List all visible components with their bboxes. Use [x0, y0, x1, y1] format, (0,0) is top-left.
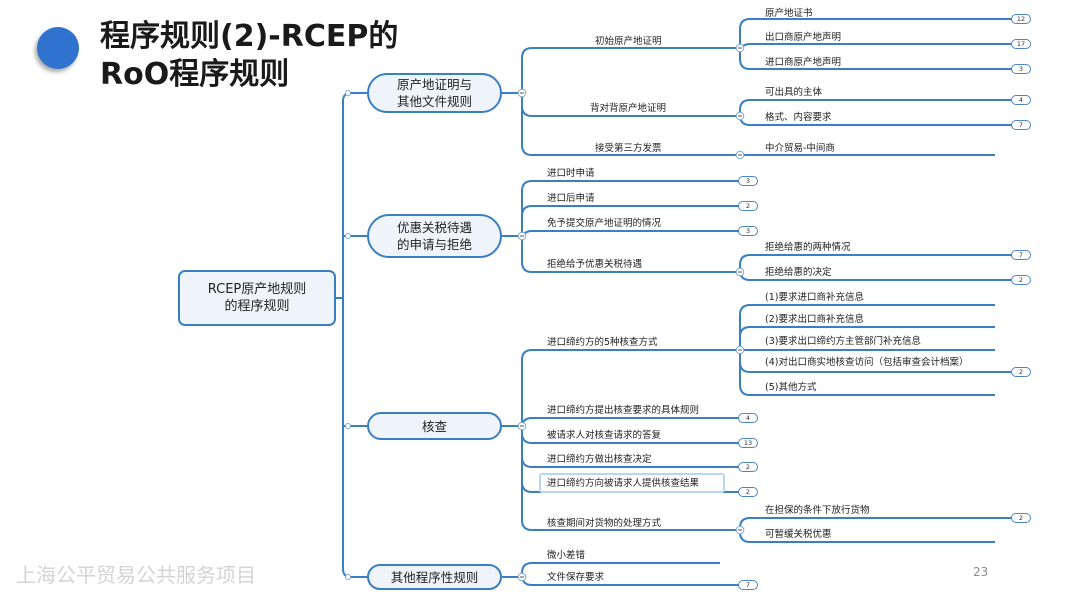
leaf-line — [739, 48, 1018, 70]
branch-node-label: 其他程序性规则 — [390, 569, 479, 585]
child-topic[interactable]: 核查期间对货物的处理方式 — [547, 518, 662, 529]
note-count-badge[interactable]: 17 — [1011, 39, 1031, 49]
leaf-line — [739, 43, 1018, 55]
child-topic[interactable]: 文件保存要求 — [547, 572, 605, 583]
leaf-topic[interactable]: (2)要求出口商补充信息 — [765, 314, 864, 325]
leaf-line — [739, 326, 995, 350]
leaf-topic[interactable]: 中介贸易-中间商 — [765, 143, 835, 154]
leaf-topic[interactable]: 可出具的主体 — [765, 87, 823, 98]
child-topic[interactable]: 进口缔约方做出核查决定 — [547, 454, 652, 465]
branch-node-label: 原产地证明与 其他文件规则 — [396, 77, 472, 109]
leaf-topic[interactable]: 可暂缓关税优惠 — [765, 529, 832, 540]
child-topic[interactable]: 拒绝给予优惠关税待遇 — [547, 259, 643, 270]
note-count-badge[interactable]: 4 — [738, 413, 758, 423]
child-topic[interactable]: 进口后申请 — [547, 193, 595, 204]
child-branch-line — [521, 236, 740, 273]
leaf-topic[interactable]: 格式、内容要求 — [765, 112, 832, 123]
child-topic[interactable]: 接受第三方发票 — [595, 143, 662, 154]
child-topic[interactable]: 被请求人对核查请求的答复 — [547, 430, 662, 441]
child-topic[interactable]: 微小差错 — [547, 550, 586, 561]
footer-organization: 上海公平贸易公共服务项目 — [16, 563, 256, 587]
child-topic[interactable]: 免予提交原产地证明的情况 — [547, 218, 662, 229]
note-count-badge[interactable]: 7 — [1011, 120, 1031, 130]
child-topic[interactable]: 进口缔约方提出核查要求的具体规则 — [547, 405, 700, 416]
connector-dot-icon — [345, 90, 351, 96]
branch-node[interactable]: 核查 — [367, 412, 502, 440]
selected-topic-highlight — [539, 473, 725, 493]
branch-node[interactable]: 其他程序性规则 — [367, 564, 502, 590]
page-number: 23 — [973, 565, 989, 579]
note-count-badge[interactable]: 2 — [1011, 275, 1031, 285]
connector-dot-icon — [345, 233, 351, 239]
note-count-badge[interactable]: 2 — [738, 487, 758, 497]
child-branch-line — [521, 47, 740, 93]
connector-dot-icon — [345, 574, 351, 580]
root-node-label: RCEP原产地规则 的程序规则 — [207, 282, 307, 314]
slide-title: 程序规则(2)-RCEP的 RoO程序规则 — [100, 18, 398, 94]
child-branch-line — [521, 230, 740, 242]
note-count-badge[interactable]: 2 — [738, 462, 758, 472]
note-count-badge[interactable]: 2 — [1011, 367, 1031, 377]
leaf-topic[interactable]: 进口商原产地声明 — [765, 57, 842, 68]
note-count-badge[interactable]: 2 — [1011, 513, 1031, 523]
leaf-line — [739, 99, 1018, 116]
note-count-badge[interactable]: 3 — [1011, 64, 1031, 74]
child-branch-line — [521, 205, 740, 236]
child-topic[interactable]: 进口时申请 — [547, 168, 595, 179]
branch-node-label: 优惠关税待遇 的申请与拒绝 — [396, 220, 472, 252]
title-line-2: RoO程序规则 — [100, 57, 290, 92]
title-bullet-icon — [37, 27, 79, 69]
leaf-topic[interactable]: 拒绝给惠的两种情况 — [765, 242, 851, 253]
note-count-badge[interactable]: 7 — [738, 580, 758, 590]
leaf-topic[interactable]: 原产地证书 — [765, 8, 813, 19]
leaf-topic[interactable]: 出口商原产地声明 — [765, 32, 842, 43]
leaf-line — [739, 18, 1018, 48]
leaf-line — [739, 304, 995, 350]
child-branch-line — [521, 417, 740, 429]
child-branch-line — [521, 93, 740, 156]
note-count-badge[interactable]: 4 — [1011, 95, 1031, 105]
note-count-badge[interactable]: 3 — [738, 226, 758, 236]
leaf-topic[interactable]: (4)对出口商实地核查访问（包括审查会计档案） — [765, 357, 969, 368]
leaf-line — [739, 254, 1018, 272]
root-node[interactable]: RCEP原产地规则 的程序规则 — [178, 270, 336, 326]
leaf-line — [739, 350, 995, 396]
branch-node-label: 核查 — [421, 418, 447, 434]
note-count-badge[interactable]: 7 — [1011, 250, 1031, 260]
child-topic[interactable]: 进口缔约方的5种核查方式 — [547, 337, 658, 348]
trunk-line — [342, 92, 352, 578]
note-count-badge[interactable]: 13 — [738, 438, 758, 448]
leaf-topic[interactable]: (1)要求进口商补充信息 — [765, 292, 864, 303]
child-topic[interactable]: 背对背原产地证明 — [590, 103, 667, 114]
connector-dot-icon — [345, 423, 351, 429]
leaf-topic[interactable]: 拒绝给惠的决定 — [765, 267, 832, 278]
note-count-badge[interactable]: 12 — [1011, 14, 1031, 24]
branch-node[interactable]: 原产地证明与 其他文件规则 — [367, 73, 502, 113]
note-count-badge[interactable]: 2 — [738, 201, 758, 211]
child-branch-line — [521, 180, 740, 236]
leaf-topic[interactable]: (3)要求出口缔约方主管部门补充信息 — [765, 336, 921, 347]
child-branch-line — [521, 349, 740, 426]
child-topic[interactable]: 进口缔约方向被请求人提供核查结果 — [547, 478, 700, 489]
child-topic[interactable]: 初始原产地证明 — [595, 36, 662, 47]
child-branch-line — [521, 426, 740, 531]
note-count-badge[interactable]: 3 — [738, 176, 758, 186]
leaf-topic[interactable]: 在担保的条件下放行货物 — [765, 505, 870, 516]
title-line-1: 程序规则(2)-RCEP的 — [100, 19, 399, 54]
branch-node[interactable]: 优惠关税待遇 的申请与拒绝 — [367, 214, 502, 258]
leaf-topic[interactable]: (5)其他方式 — [765, 382, 817, 393]
